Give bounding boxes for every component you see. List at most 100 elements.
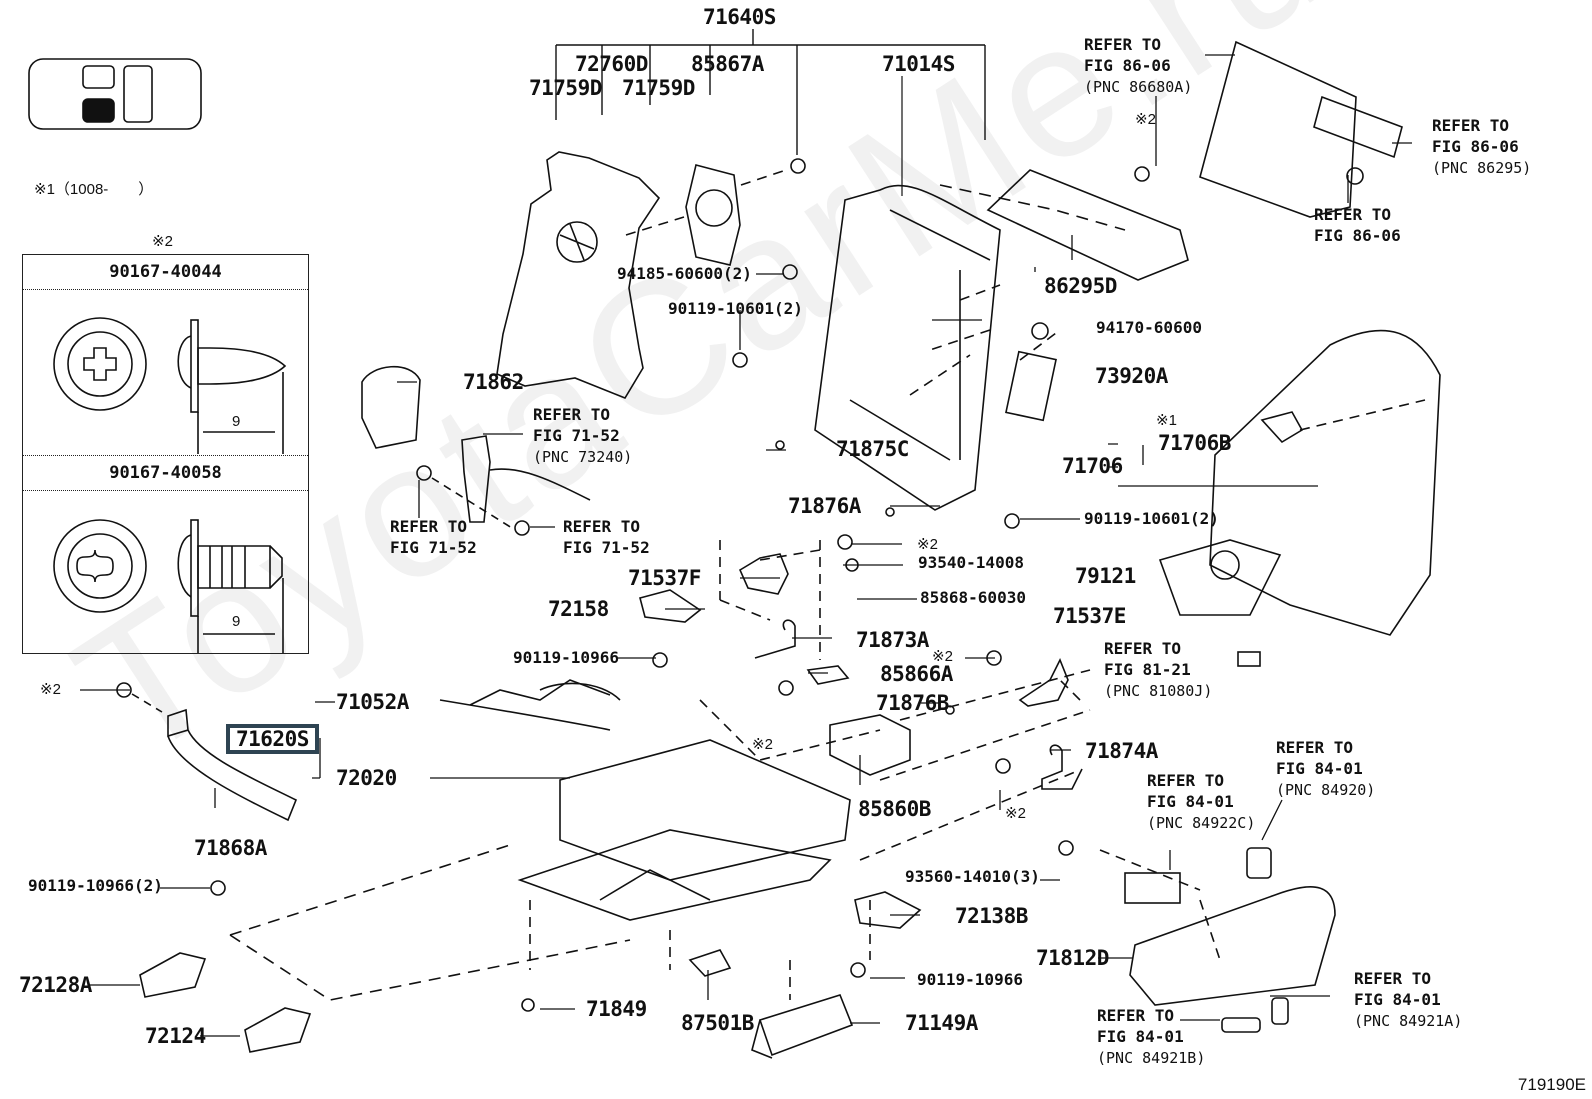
note-1: ※1（1008- ） bbox=[34, 181, 154, 198]
rail-cover-icon bbox=[751, 994, 854, 1059]
part-label[interactable]: 71876A bbox=[788, 494, 861, 518]
fastener-table: 90167-40044 90167-40058 bbox=[22, 254, 309, 654]
part-label[interactable]: 86295D bbox=[1044, 274, 1117, 298]
reference-71-52-b[interactable]: REFER TO FIG 71-52 bbox=[563, 517, 650, 557]
part-label[interactable]: 72760D bbox=[575, 52, 648, 76]
fastener-table-header-1: 90167-40044 bbox=[23, 255, 308, 290]
reference-84921B[interactable]: REFER TO FIG 84-01 (PNC 84921B) bbox=[1097, 1006, 1206, 1067]
mark-2: ※2 bbox=[1135, 111, 1156, 128]
latch-71537E-icon bbox=[1018, 658, 1069, 707]
part-label[interactable]: 87501B bbox=[681, 1011, 754, 1035]
mark-2: ※2 bbox=[1005, 805, 1026, 822]
side-trim-icon bbox=[167, 708, 298, 822]
part-label[interactable]: 93560-14010(3) bbox=[905, 867, 1040, 886]
seat-spring-icon bbox=[439, 679, 611, 731]
part-label-highlighted[interactable]: 71620S bbox=[226, 724, 319, 754]
foot-cover-72124-icon bbox=[244, 1007, 312, 1053]
mark-2: ※2 bbox=[752, 736, 773, 753]
part-label[interactable]: 90119-10966 bbox=[917, 970, 1023, 989]
seatback-board-icon bbox=[1199, 40, 1357, 218]
foot-cover-72128A-icon bbox=[139, 952, 207, 998]
part-label[interactable]: 72020 bbox=[336, 766, 397, 790]
speaker-icon bbox=[685, 164, 741, 266]
knob-84920-icon bbox=[1246, 847, 1272, 879]
part-label[interactable]: 71537F bbox=[628, 566, 701, 590]
seat-cushion-frame-icon bbox=[559, 739, 851, 881]
seatback-panel-icon bbox=[496, 151, 661, 399]
part-label[interactable]: 71014S bbox=[882, 52, 955, 76]
part-label[interactable]: 71812D bbox=[1036, 946, 1109, 970]
part-label[interactable]: 73920A bbox=[1095, 364, 1168, 388]
seatback-cover-icon bbox=[1209, 329, 1441, 636]
table-note-mark: ※2 bbox=[152, 233, 173, 250]
part-label[interactable]: 71052A bbox=[336, 690, 409, 714]
dimension-2: 9 bbox=[232, 613, 241, 630]
reference-84920[interactable]: REFER TO FIG 84-01 (PNC 84920) bbox=[1276, 738, 1376, 799]
seat-module-icon bbox=[829, 714, 911, 776]
screw-90167-40044-icon bbox=[53, 317, 287, 454]
part-label[interactable]: 71862 bbox=[463, 370, 524, 394]
part-label[interactable]: 94185-60600(2) bbox=[617, 264, 752, 283]
part-label[interactable]: 71849 bbox=[586, 997, 647, 1021]
side-airbag-icon bbox=[1005, 350, 1057, 422]
hook-71874A-icon bbox=[1041, 744, 1083, 790]
reference-84921A[interactable]: REFER TO FIG 84-01 (PNC 84921A) bbox=[1354, 969, 1463, 1030]
reference-81080J[interactable]: REFER TO FIG 81-21 (PNC 81080J) bbox=[1104, 639, 1213, 700]
switch-84922C-icon bbox=[1124, 872, 1181, 904]
reference-73240[interactable]: REFER TO FIG 71-52 (PNC 73240) bbox=[533, 405, 633, 466]
hook-71873A-icon bbox=[754, 619, 796, 659]
headrest-support-icon bbox=[361, 365, 421, 449]
mark-1: ※1 bbox=[1156, 412, 1177, 429]
vehicle-locator-icon bbox=[28, 58, 202, 130]
part-label[interactable]: 71640S bbox=[703, 5, 776, 29]
part-label[interactable]: 71874A bbox=[1085, 739, 1158, 763]
part-label[interactable]: 85860B bbox=[858, 797, 931, 821]
part-label[interactable]: 71759D bbox=[529, 76, 602, 100]
reference-71-52-a[interactable]: REFER TO FIG 71-52 bbox=[390, 517, 477, 557]
part-label[interactable]: 71759D bbox=[622, 76, 695, 100]
part-label[interactable]: 72158 bbox=[548, 597, 609, 621]
seatbelt-buckle-icon bbox=[461, 435, 491, 523]
reference-86295[interactable]: REFER TO FIG 86-06 (PNC 86295) bbox=[1432, 116, 1532, 177]
part-label[interactable]: 71706 bbox=[1062, 454, 1123, 478]
reference-84922C[interactable]: REFER TO FIG 84-01 (PNC 84922C) bbox=[1147, 771, 1256, 832]
part-label[interactable]: 71876B bbox=[876, 691, 949, 715]
mark-2: ※2 bbox=[917, 536, 938, 553]
reference-86680A[interactable]: REFER TO FIG 86-06 (PNC 86680A) bbox=[1084, 35, 1193, 96]
fastener-table-header-2: 90167-40058 bbox=[23, 455, 308, 491]
screw-90167-40058-icon bbox=[53, 519, 284, 654]
seatback-frame-icon bbox=[814, 184, 1001, 511]
part-label[interactable]: 93540-14008 bbox=[918, 553, 1024, 572]
part-label[interactable]: 85868-60030 bbox=[920, 588, 1026, 607]
side-shield-icon bbox=[1129, 886, 1336, 1006]
dimension-1: 9 bbox=[232, 413, 241, 430]
part-label[interactable]: 72124 bbox=[145, 1024, 206, 1048]
part-label[interactable]: 71706B bbox=[1158, 431, 1231, 455]
part-label[interactable]: 71868A bbox=[194, 836, 267, 860]
part-label[interactable]: 72138B bbox=[955, 904, 1028, 928]
part-label[interactable]: 71873A bbox=[856, 628, 929, 652]
connector-icon bbox=[1237, 651, 1261, 667]
mark-2: ※2 bbox=[40, 681, 61, 698]
reference-86-06[interactable]: REFER TO FIG 86-06 bbox=[1314, 205, 1401, 245]
part-label[interactable]: 90119-10601(2) bbox=[1084, 509, 1219, 528]
part-label[interactable]: 90119-10601(2) bbox=[668, 299, 803, 318]
part-label[interactable]: 71149A bbox=[905, 1011, 978, 1035]
figure-code: 719190E bbox=[1517, 1075, 1586, 1094]
latch-71537F-icon bbox=[738, 553, 789, 595]
part-label[interactable]: 90119-10966(2) bbox=[28, 876, 163, 895]
sensor-87501B-icon bbox=[688, 949, 732, 977]
switch-84921A-icon bbox=[1271, 997, 1289, 1025]
part-label[interactable]: 90119-10966 bbox=[513, 648, 619, 667]
part-label[interactable]: 85867A bbox=[691, 52, 764, 76]
part-label[interactable]: 79121 bbox=[1075, 564, 1136, 588]
part-label[interactable]: 85866A bbox=[880, 662, 953, 686]
bracket-72138B-icon bbox=[854, 891, 922, 929]
part-label[interactable]: 72128A bbox=[19, 973, 92, 997]
part-label[interactable]: 71875C bbox=[836, 437, 909, 461]
part-label[interactable]: 94170-60600 bbox=[1096, 318, 1202, 337]
part-label[interactable]: 71537E bbox=[1053, 604, 1126, 628]
switch-84921B-icon bbox=[1221, 1017, 1261, 1033]
